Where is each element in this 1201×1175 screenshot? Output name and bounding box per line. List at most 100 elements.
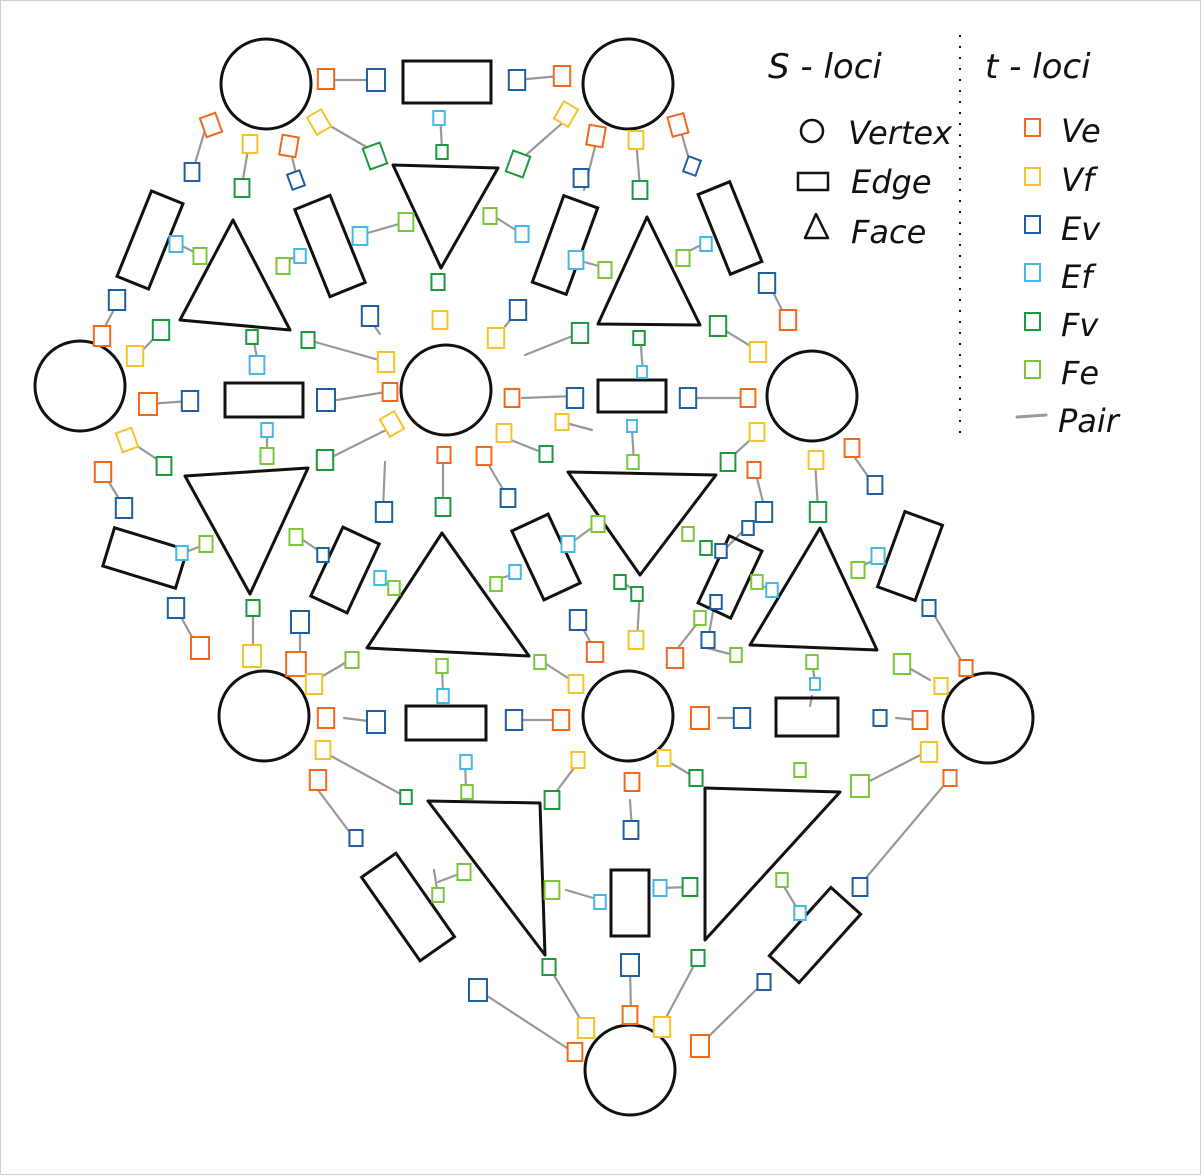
pair-link [547,965,586,1027]
face-triangle [703,786,842,942]
tloci-ve-marker [911,710,929,730]
tloci-fv-marker [300,331,316,349]
tloci-fv-marker [681,877,699,897]
legend-ev-icon [1024,215,1041,234]
tloci-ve-marker [316,68,336,90]
vertex-circle [765,349,859,443]
edge-rect [696,533,764,621]
tloci-ve-marker [551,709,571,731]
tloci-vf-marker [570,751,586,769]
tloci-ev-marker [180,390,200,412]
vertex-circle [581,669,675,763]
face-triangle [596,215,702,327]
tloci-ev-marker [714,543,728,559]
tloci-fv-marker [435,144,449,160]
tloci-fe-marker [198,535,214,553]
tloci-vf-marker [378,409,406,439]
tloci-ef-marker [293,248,307,264]
legend-fe-icon [1024,360,1041,379]
vertex-circles [33,37,1035,1117]
tloci-ev-marker [365,68,387,92]
legend-edge-icon [796,171,830,192]
tloci-vf-marker [125,345,145,367]
tloci-vf-marker [554,413,570,431]
tloci-ev-marker [316,547,330,563]
pair-link [698,980,766,1047]
tloci-vf-marker [241,134,259,154]
legend-ve-icon [1024,118,1041,137]
tloci-fv-marker [690,949,706,967]
tloci-fv-marker [541,958,557,976]
tloci-ev-marker [732,707,752,729]
tloci-ef-marker [626,419,638,433]
tloci-ef-marker [699,236,713,252]
tloci-fe-marker [489,576,503,592]
tloci-ef-marker [175,545,189,561]
tloci-fe-marker [431,887,445,903]
tloci-vf-marker [627,130,645,150]
pair-link [858,776,952,887]
tloci-fe-marker [626,454,640,470]
tloci-ve-marker [316,707,336,729]
legend-fv-label: Fv [1061,306,1099,344]
tloci-vf-marker [576,1017,596,1039]
tloci-vf-marker [114,426,140,454]
tloci-ve-marker [942,769,958,787]
tloci-ve-marker [958,659,974,677]
tloci-vf-marker [376,351,396,373]
tloci-vf-marker [627,630,645,650]
tloci-fv-marker [233,178,251,198]
tloci-fe-marker [275,257,291,275]
tloci-ve-marker [585,123,607,149]
tloci-ev-marker [360,305,380,327]
tloci-ve-marker [746,461,762,479]
tloci-ev-marker [568,609,588,631]
tloci-fv-marker [708,315,728,337]
tloci-ve-marker [739,388,757,408]
tloci-vf-marker [314,740,332,760]
tloci-fv-marker [245,599,261,617]
tloci-ev-marker [851,877,869,897]
tloci-fv-marker [155,456,173,476]
vertex-circle [581,37,675,131]
tloci-ev-marker [756,973,772,991]
tloci-ve-marker [92,325,112,347]
tloci-fv-marker [630,586,644,602]
tloci-ve-marker [665,647,685,669]
legend-ev-label: Ev [1061,210,1101,248]
tloci-fv-marker [808,501,828,523]
tloci-vf-marker [919,741,939,763]
tloci-ev-marker [348,829,364,847]
pair-link [476,988,572,1052]
tloci-ev-marker [681,154,703,178]
tloci-vf-marker [807,450,825,470]
tloci-ev-marker [166,597,186,619]
legend-fv-icon [1024,312,1041,331]
tloci-ev-marker [499,488,517,508]
t-loci-markers [92,65,974,1062]
tloci-ev-marker [572,168,590,188]
tloci-ve-marker [843,438,861,458]
tloci-ev-marker [285,168,307,192]
legend-s-title: S - loci [768,47,882,87]
face-triangle [426,799,547,957]
tloci-fv-marker [538,445,554,463]
tloci-fv-marker [434,497,452,517]
tloci-ev-marker [622,820,640,840]
tloci-fv-marker [613,574,627,590]
tloci-ev-marker [709,594,723,610]
edge-rect [359,851,457,963]
face-triangles [178,163,879,957]
legend-face-label: Face [851,213,926,251]
tloci-fe-marker [793,762,807,778]
legend-ve-label: Ve [1061,112,1101,150]
tloci-ef-marker [514,225,530,243]
vertex-circle [219,37,313,131]
tloci-ve-marker [475,446,493,466]
tloci-fv-marker [361,141,389,171]
tloci-vf-marker [567,674,585,694]
tloci-ef-marker [459,754,473,770]
tloci-fe-marker [775,872,789,888]
tloci-ve-marker [381,382,399,402]
legend-ef-label: Ef [1061,258,1097,296]
